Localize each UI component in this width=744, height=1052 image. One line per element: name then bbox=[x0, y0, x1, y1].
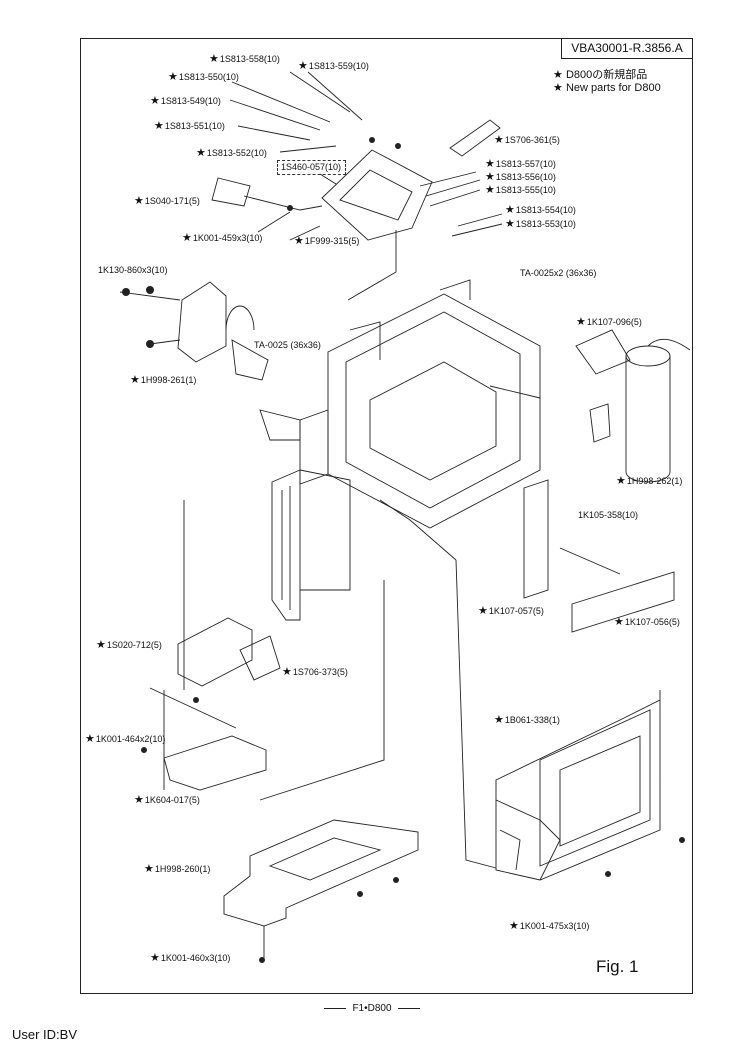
star-icon: ★ bbox=[150, 952, 160, 964]
part-label: ★1S813-559(10) bbox=[298, 60, 369, 72]
diagram-frame bbox=[80, 38, 693, 994]
star-icon: ★ bbox=[485, 171, 495, 183]
star-icon: ★ bbox=[134, 195, 144, 207]
star-icon: ★ bbox=[505, 218, 515, 230]
star-icon: ★ bbox=[96, 639, 106, 651]
part-label: 1S460-057(10) bbox=[281, 162, 342, 172]
part-label: ★1S020-712(5) bbox=[96, 639, 162, 651]
part-label: ★1S813-556(10) bbox=[485, 171, 556, 183]
star-icon: ★ bbox=[282, 666, 292, 678]
star-icon: ★ bbox=[294, 235, 304, 247]
footer-rule bbox=[397, 1007, 420, 1009]
part-label: ★1K001-475x3(10) bbox=[509, 920, 590, 932]
part-label: ★1S813-550(10) bbox=[168, 71, 239, 83]
star-icon: ★ bbox=[485, 158, 495, 170]
part-label: ★1K001-459x3(10) bbox=[182, 232, 263, 244]
part-label: ★1K107-056(5) bbox=[614, 616, 680, 628]
part-label: ★1S813-555(10) bbox=[485, 184, 556, 196]
part-label: TA-0025 (36x36) bbox=[254, 340, 321, 350]
part-label: ★1H998-261(1) bbox=[130, 374, 197, 386]
document-id: VBA30001-R.3856.A bbox=[561, 38, 693, 59]
part-label: ★1H998-262(1) bbox=[616, 475, 683, 487]
part-label: 1K105-358(10) bbox=[578, 510, 639, 520]
star-icon: ★ bbox=[509, 920, 519, 932]
part-label: ★1H998-260(1) bbox=[144, 863, 211, 875]
star-icon: ★ bbox=[182, 232, 192, 244]
star-icon: ★ bbox=[209, 53, 219, 65]
star-icon: ★ bbox=[576, 316, 586, 328]
star-icon: ★ bbox=[616, 475, 626, 487]
star-icon: ★ bbox=[154, 120, 164, 132]
part-label: 1K130-860x3(10) bbox=[98, 265, 168, 275]
footer-text: F1•D800 bbox=[352, 1003, 392, 1014]
dashed-label-box bbox=[277, 160, 346, 175]
legend: ★ D800の新規部品 ★ New parts for D800 bbox=[553, 69, 661, 95]
user-id: User ID:BV bbox=[12, 1027, 78, 1042]
legend-line2: New parts for D800 bbox=[565, 82, 661, 94]
part-label: TA-0025x2 (36x36) bbox=[520, 268, 597, 278]
part-label: ★1S040-171(5) bbox=[134, 195, 200, 207]
star-icon: ★ bbox=[485, 184, 495, 196]
part-label: ★1B061-338(1) bbox=[494, 714, 560, 726]
part-label: ★1S813-552(10) bbox=[196, 147, 267, 159]
legend-row-jp: ★ D800の新規部品 bbox=[553, 69, 661, 82]
part-label: ★1S813-553(10) bbox=[505, 218, 576, 230]
part-label: ★1S813-557(10) bbox=[485, 158, 556, 170]
star-icon: ★ bbox=[505, 204, 515, 216]
page-footer: F1•D800 bbox=[0, 1003, 744, 1014]
star-icon: ★ bbox=[494, 714, 504, 726]
figure-label: Fig. 1 bbox=[596, 957, 639, 976]
star-icon: ★ bbox=[134, 794, 144, 806]
part-label: ★1S813-554(10) bbox=[505, 204, 576, 216]
star-icon: ★ bbox=[196, 147, 206, 159]
part-label: ★1S706-373(5) bbox=[282, 666, 348, 678]
star-icon: ★ bbox=[144, 863, 154, 875]
part-label: ★1S813-549(10) bbox=[150, 95, 221, 107]
star-icon: ★ bbox=[494, 134, 504, 146]
star-icon: ★ bbox=[478, 605, 488, 617]
part-label: ★1S706-361(5) bbox=[494, 134, 560, 146]
part-label: ★1K001-464x2(10) bbox=[85, 733, 166, 745]
star-icon: ★ bbox=[168, 71, 178, 83]
star-icon: ★ bbox=[150, 95, 160, 107]
star-icon: ★ bbox=[553, 82, 563, 94]
star-icon: ★ bbox=[298, 60, 308, 72]
star-icon: ★ bbox=[614, 616, 624, 628]
part-label: ★1K107-057(5) bbox=[478, 605, 544, 617]
legend-row-en: ★ New parts for D800 bbox=[553, 82, 661, 95]
legend-line1: D800の新規部品 bbox=[565, 69, 648, 81]
star-icon: ★ bbox=[130, 374, 140, 386]
star-icon: ★ bbox=[553, 69, 563, 81]
part-label: ★1S813-551(10) bbox=[154, 120, 225, 132]
part-label: ★1F999-315(5) bbox=[294, 235, 360, 247]
part-label: ★1K001-460x3(10) bbox=[150, 952, 231, 964]
part-label: ★1K604-017(5) bbox=[134, 794, 200, 806]
part-label: ★1K107-096(5) bbox=[576, 316, 642, 328]
part-label: ★1S813-558(10) bbox=[209, 53, 280, 65]
footer-rule bbox=[324, 1007, 347, 1009]
star-icon: ★ bbox=[85, 733, 95, 745]
